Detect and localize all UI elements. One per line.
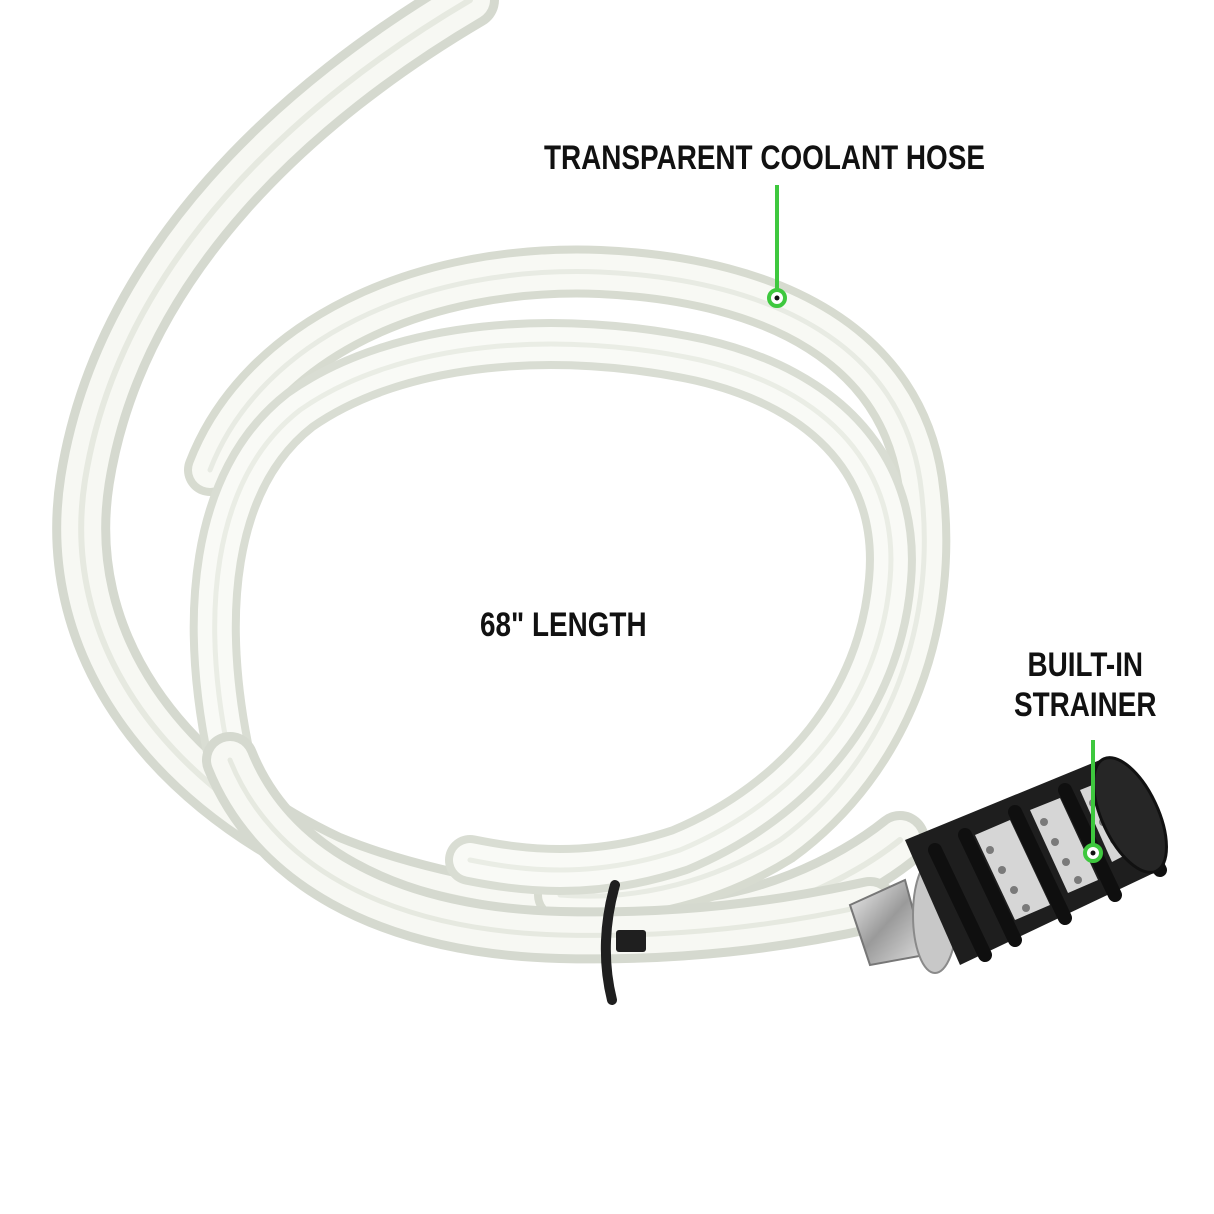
strainer [905, 756, 1168, 965]
hose-label: TRANSPARENT COOLANT HOSE [544, 139, 985, 177]
strainer-label-line2: STRAINER [1014, 686, 1157, 724]
callout-strainer-pointer [1083, 740, 1103, 863]
callout-hose-pointer [767, 185, 787, 308]
cable-tie [600, 880, 646, 1005]
strainer-label: BUILT-IN STRAINER [1014, 645, 1157, 725]
length-label: 68" LENGTH [480, 606, 647, 644]
strainer-label-line1: BUILT-IN [1027, 646, 1144, 684]
hose-coil [52, 0, 951, 964]
